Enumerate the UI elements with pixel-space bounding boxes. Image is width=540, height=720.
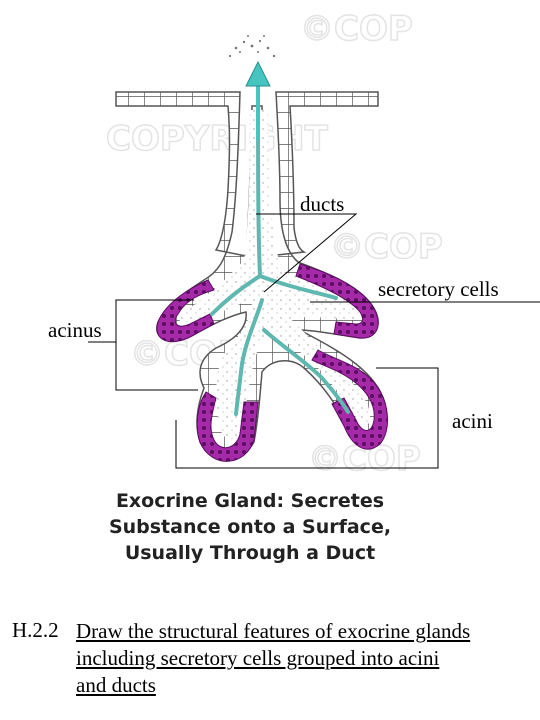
task-statement: Draw the structural features of exocrine…: [76, 618, 470, 699]
task-line: and ducts: [76, 673, 156, 697]
caption-line: Exocrine Gland: Secretes: [115, 490, 385, 512]
watermark-text: ©COP: [330, 227, 443, 267]
figure-caption: Exocrine Gland: Secretes Substance onto …: [60, 488, 440, 566]
caption-line: Substance onto a Surface,: [108, 516, 392, 538]
watermark-text: ©COP: [300, 9, 413, 49]
task-line: including secretory cells grouped into a…: [76, 646, 440, 670]
caption-line: Usually Through a Duct: [124, 542, 376, 564]
task-line: Draw the structural features of exocrine…: [76, 619, 471, 643]
label-acini: acini: [452, 409, 493, 433]
section-number: H.2.2: [12, 618, 59, 642]
label-pointers: [88, 213, 540, 469]
label-ducts: ducts: [300, 192, 345, 216]
label-secretory-cells: secretory cells: [378, 277, 499, 301]
watermark-text: COPYRIGHT: [106, 119, 329, 159]
secretory-cells-left-lower: [196, 391, 259, 462]
secretory-cells-right-upper: [295, 263, 379, 339]
secretion-spray: [228, 35, 276, 58]
secretory-cells-left-upper: [156, 279, 215, 343]
secretory-cells-right-lower: [311, 349, 389, 450]
label-acinus: acinus: [48, 318, 102, 342]
secretion-arrow-icon: [245, 60, 271, 140]
